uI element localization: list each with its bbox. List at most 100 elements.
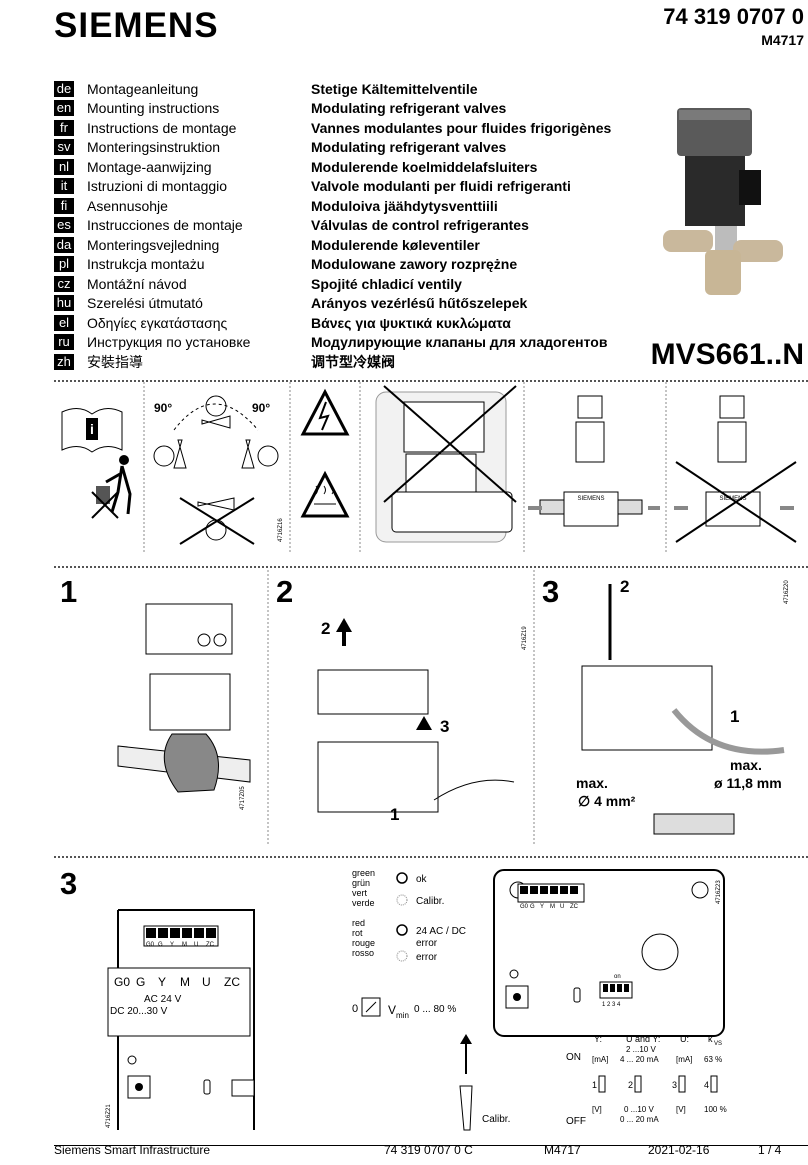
product-title: Modulowane zawory rozprężne — [311, 256, 518, 273]
svg-text:verde: verde — [352, 898, 375, 908]
product-title: Модулирующие клапаны для хладогентов — [311, 334, 608, 351]
svg-text:[V]: [V] — [676, 1105, 686, 1114]
svg-text:1 2 3 4: 1 2 3 4 — [602, 1002, 621, 1008]
svg-text:i: i — [90, 421, 94, 437]
language-code: sv — [54, 139, 74, 156]
language-code: it — [54, 178, 74, 195]
section-divider — [54, 566, 808, 568]
svg-text:U:: U: — [680, 1034, 689, 1044]
electric-hazard-icon — [300, 388, 350, 436]
valve-product-image — [663, 108, 783, 295]
language-code: hu — [54, 295, 74, 312]
svg-text:3: 3 — [672, 1080, 677, 1090]
svg-text:green: green — [352, 868, 375, 878]
svg-text:3: 3 — [440, 717, 449, 736]
language-code: el — [54, 314, 74, 331]
installation-steps-row: 4717Z05 2 3 1 4716Z19 2 1 max. ∅ 4 mm² m… — [117, 570, 790, 846]
terminal-label: G — [530, 904, 535, 910]
svg-text:4 ... 20 mA: 4 ... 20 mA — [620, 1055, 659, 1064]
terminal-label: Y — [170, 942, 174, 948]
svg-text:4716Z23: 4716Z23 — [716, 880, 722, 904]
terminal-label: M — [550, 904, 555, 910]
product-title: Stetige Kältemittelventile — [311, 80, 478, 97]
product-title: 调节型冷媒阀 — [311, 353, 395, 370]
svg-text:SIEMENS: SIEMENS — [577, 496, 604, 502]
product-title: Modulerende køleventiler — [311, 236, 480, 253]
svg-text:red: red — [352, 918, 365, 928]
product-title: Arányos vezérlésű hűtőszelepek — [311, 295, 528, 312]
document-code: M4717 — [761, 32, 804, 48]
document-type: Monteringsvejledning — [87, 236, 220, 253]
svg-text:0: 0 — [352, 1003, 358, 1015]
svg-text:max.: max. — [576, 775, 608, 791]
svg-text:ok: ok — [416, 874, 428, 885]
svg-text:ON: ON — [566, 1052, 581, 1063]
terminal-label: M — [180, 975, 190, 989]
svg-text:grün: grün — [352, 878, 370, 888]
language-code: fi — [54, 197, 74, 214]
svg-text:rot: rot — [352, 928, 363, 938]
terminal-label: M — [182, 942, 187, 948]
document-number: 74 319 0707 0 — [663, 4, 804, 29]
svg-text:Calibr.: Calibr. — [416, 896, 444, 907]
svg-text:OFF: OFF — [566, 1116, 586, 1127]
terminal-label: Y — [540, 904, 544, 910]
svg-text:k: k — [708, 1034, 713, 1044]
svg-text:ø 11,8 mm: ø 11,8 mm — [714, 775, 782, 791]
svg-text:90°: 90° — [154, 401, 172, 415]
svg-text:min: min — [396, 1011, 409, 1020]
svg-text:DC 20...30 V: DC 20...30 V — [110, 1006, 168, 1017]
svg-text:∅ 4 mm²: ∅ 4 mm² — [578, 793, 636, 809]
svg-text:max.: max. — [730, 757, 762, 773]
language-row: de Montageanleitung Stetige Kältemittelven… — [54, 79, 611, 99]
terminal-label: ZC — [206, 942, 215, 948]
flow-direction-wrong: SIEMENS — [674, 395, 797, 543]
terminal-label: ZC — [224, 975, 240, 989]
svg-text:4: 4 — [704, 1080, 709, 1090]
svg-text:2: 2 — [628, 1080, 633, 1090]
document-type: 安裝指導 — [87, 353, 143, 370]
hot-surface-icon — [300, 470, 350, 518]
product-title: Valvole modulanti per fluidi refrigerant… — [311, 178, 571, 195]
svg-text:AC 24 V: AC 24 V — [144, 994, 182, 1005]
svg-text:V: V — [388, 1003, 396, 1017]
language-code: zh — [54, 353, 74, 370]
terminal-label: G0 — [114, 975, 130, 989]
svg-text:100 %: 100 % — [704, 1105, 727, 1114]
svg-text:2 ...10 V: 2 ...10 V — [626, 1045, 656, 1054]
footer-rule — [54, 1145, 808, 1146]
product-title: Modulating refrigerant valves — [311, 100, 507, 117]
svg-text:4716Z16: 4716Z16 — [278, 518, 284, 542]
cable-entry-drawing: 2 1 max. ∅ 4 mm² max. ø 11,8 mm 4716Z20 — [576, 577, 790, 835]
product-title: Vannes modulantes pour fluides frigorigè… — [311, 119, 612, 136]
footer-doc: 74 319 0707 0 C — [384, 1143, 473, 1157]
svg-text:1: 1 — [730, 707, 739, 726]
document-type: Asennusohje — [87, 197, 168, 214]
language-code: pl — [54, 256, 74, 273]
document-type: Οδηγίες εγκατάστασης — [87, 314, 228, 331]
product-name: MVS661..N — [650, 338, 804, 371]
svg-text:error: error — [416, 952, 438, 963]
svg-text:error: error — [416, 938, 438, 949]
valve-mounting-drawing: 4717Z05 — [117, 603, 251, 810]
language-code: fr — [54, 119, 74, 136]
document-type: Instrucciones de montaje — [87, 217, 243, 234]
terminal-label: Y — [158, 975, 166, 989]
svg-text:rouge: rouge — [352, 938, 375, 948]
document-type: Istruzioni di montaggio — [87, 178, 228, 195]
document-type: Montageanleitung — [87, 80, 199, 97]
step-2-number: 2 — [276, 574, 294, 609]
terminal-label: G — [136, 975, 145, 989]
step-1-number: 1 — [60, 574, 78, 609]
terminal-label: U — [194, 942, 198, 948]
flow-direction-correct: SIEMENS — [528, 395, 660, 527]
language-code: de — [54, 80, 74, 97]
